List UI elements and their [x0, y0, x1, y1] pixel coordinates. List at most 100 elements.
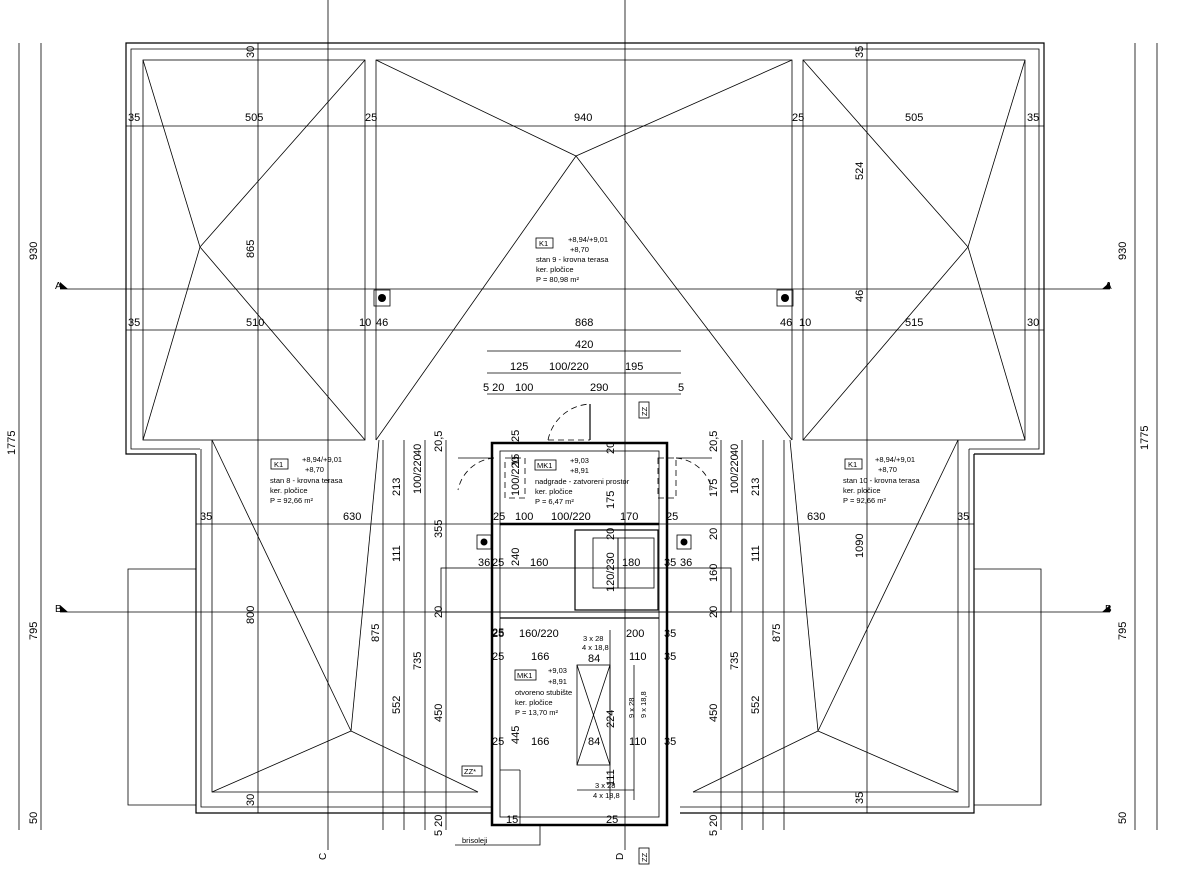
roof-panel-right: [802, 59, 1026, 441]
dim-text: 46: [854, 290, 866, 302]
dim-text: 450: [708, 704, 720, 722]
level-top: +8,94/+9,01: [568, 235, 608, 244]
tag-zz-bottom: ZZ: [640, 852, 649, 862]
axis-c: C: [318, 853, 329, 860]
level-top: +9,03: [548, 666, 567, 675]
dim-text: 15: [506, 814, 518, 826]
drain-icon: [476, 534, 492, 550]
dim-text: 9 x 28: [627, 698, 636, 718]
dim-text: 224: [605, 710, 617, 728]
building-outline: [125, 42, 1045, 814]
room-finish: ker. pločice: [536, 265, 574, 274]
dim-text: 25: [492, 651, 504, 663]
level-bottom: +8,70: [878, 465, 897, 474]
dim-text: 25: [493, 511, 505, 523]
room-tag: MK1: [517, 671, 532, 680]
room-tag: K1: [539, 239, 548, 248]
dim-text: 795: [1117, 622, 1129, 640]
dim-text: 20: [605, 528, 617, 540]
dimension-texts: 35 505 25 940 25 505 35 35 510 10 46 868…: [128, 112, 1039, 826]
dim-text: 40: [729, 444, 741, 456]
drain-icon: [776, 289, 794, 307]
doors: [457, 403, 713, 499]
dim-text: 445: [510, 726, 522, 744]
dim-text: 290: [590, 382, 608, 394]
dim-text: 420: [575, 339, 593, 351]
dim-text: 355: [433, 520, 445, 538]
axis-d: D: [615, 853, 626, 860]
dim-text: 20,5: [708, 431, 720, 452]
dim-text: 240: [510, 548, 522, 566]
dim-text: 25: [666, 511, 678, 523]
axis-a-left: A: [55, 281, 62, 292]
dim-text: 25: [492, 736, 504, 748]
dim-text: 100/220: [551, 511, 591, 523]
dim-text: 175: [605, 491, 617, 509]
dim-text: 30: [245, 794, 257, 806]
vertical-dimension-texts: 1775 930 795 50 1775 930 795 50 30 30 35…: [6, 46, 1151, 836]
dim-text: 5: [678, 382, 684, 394]
dim-text: 940: [574, 112, 592, 124]
drain-icon: [676, 534, 692, 550]
dim-text: 100/220: [549, 361, 589, 373]
tag-zz-mid: ZZ*: [464, 767, 476, 776]
drain-icons: [373, 289, 794, 550]
dim-text: 735: [412, 652, 424, 670]
dim-text: 50: [1117, 812, 1129, 824]
dim-text: 552: [391, 696, 403, 714]
dim-text: 505: [245, 112, 263, 124]
dim-text: 515: [905, 317, 923, 329]
dim-text: 735: [729, 652, 741, 670]
dim-text: 125: [510, 361, 528, 373]
dim-text: 5 20: [483, 382, 504, 394]
dim-text: 3 x 28: [583, 634, 603, 643]
dim-text: 175: [708, 479, 720, 497]
room-label-nadgrade: MK1 +9,03 +8,91 nadgrade - zatvoreni pro…: [534, 456, 630, 506]
room-label-stan10: K1 +8,94/+9,01 +8,70 stan 10 - krovna te…: [843, 455, 921, 505]
dim-text: 5 20: [708, 815, 720, 836]
room-tag: K1: [848, 460, 857, 469]
dim-text: 25: [792, 112, 804, 124]
dim-text: 35: [664, 736, 676, 748]
dim-text: 630: [807, 511, 825, 523]
level-bottom: +8,70: [570, 245, 589, 254]
dim-text: 50: [28, 812, 40, 824]
axis-b-right: B: [1105, 604, 1112, 615]
level-bottom: +8,91: [570, 466, 589, 475]
roof-panel-center: [375, 59, 793, 441]
dim-text: 450: [433, 704, 445, 722]
dim-text: 30: [1027, 317, 1039, 329]
room-name: stan 9 - krovna terasa: [536, 255, 609, 264]
dim-text: 20: [708, 528, 720, 540]
room-name: otvoreno stubište: [515, 688, 572, 697]
dim-text: 110: [629, 651, 647, 663]
axis-labels: A A B B C D: [55, 281, 1112, 860]
room-finish: ker. pločice: [843, 486, 881, 495]
drain-icon: [373, 289, 391, 307]
axis-a-right: A: [1105, 281, 1112, 292]
dim-text: 25: [510, 430, 522, 442]
room-finish: ker. pločice: [515, 698, 553, 707]
dim-text: 100/220: [510, 456, 522, 496]
dim-text: 4 x 18,8: [593, 791, 620, 800]
dim-text: 160/220: [519, 628, 559, 640]
dim-text: 510: [246, 317, 264, 329]
roof-panel-left: [142, 59, 366, 441]
room-label-stan8: K1 +8,94/+9,01 +8,70 stan 8 - krovna ter…: [270, 455, 343, 505]
level-top: +8,94/+9,01: [302, 455, 342, 464]
dim-text: 35: [664, 651, 676, 663]
dim-text: 111: [605, 769, 617, 786]
dim-text: 795: [28, 622, 40, 640]
dim-text: 35: [957, 511, 969, 523]
level-top: +9,03: [570, 456, 589, 465]
dim-text: 9 x 18,8: [639, 691, 648, 718]
dim-text: 10: [359, 317, 371, 329]
level-bottom: +8,91: [548, 677, 567, 686]
dim-text: 35: [200, 511, 212, 523]
dim-text: 25: [492, 628, 504, 640]
roof-panel-lower-right: [692, 439, 959, 793]
dim-text: 524: [854, 162, 866, 180]
room-tag: K1: [274, 460, 283, 469]
dim-text: 3 x 28: [595, 781, 615, 790]
